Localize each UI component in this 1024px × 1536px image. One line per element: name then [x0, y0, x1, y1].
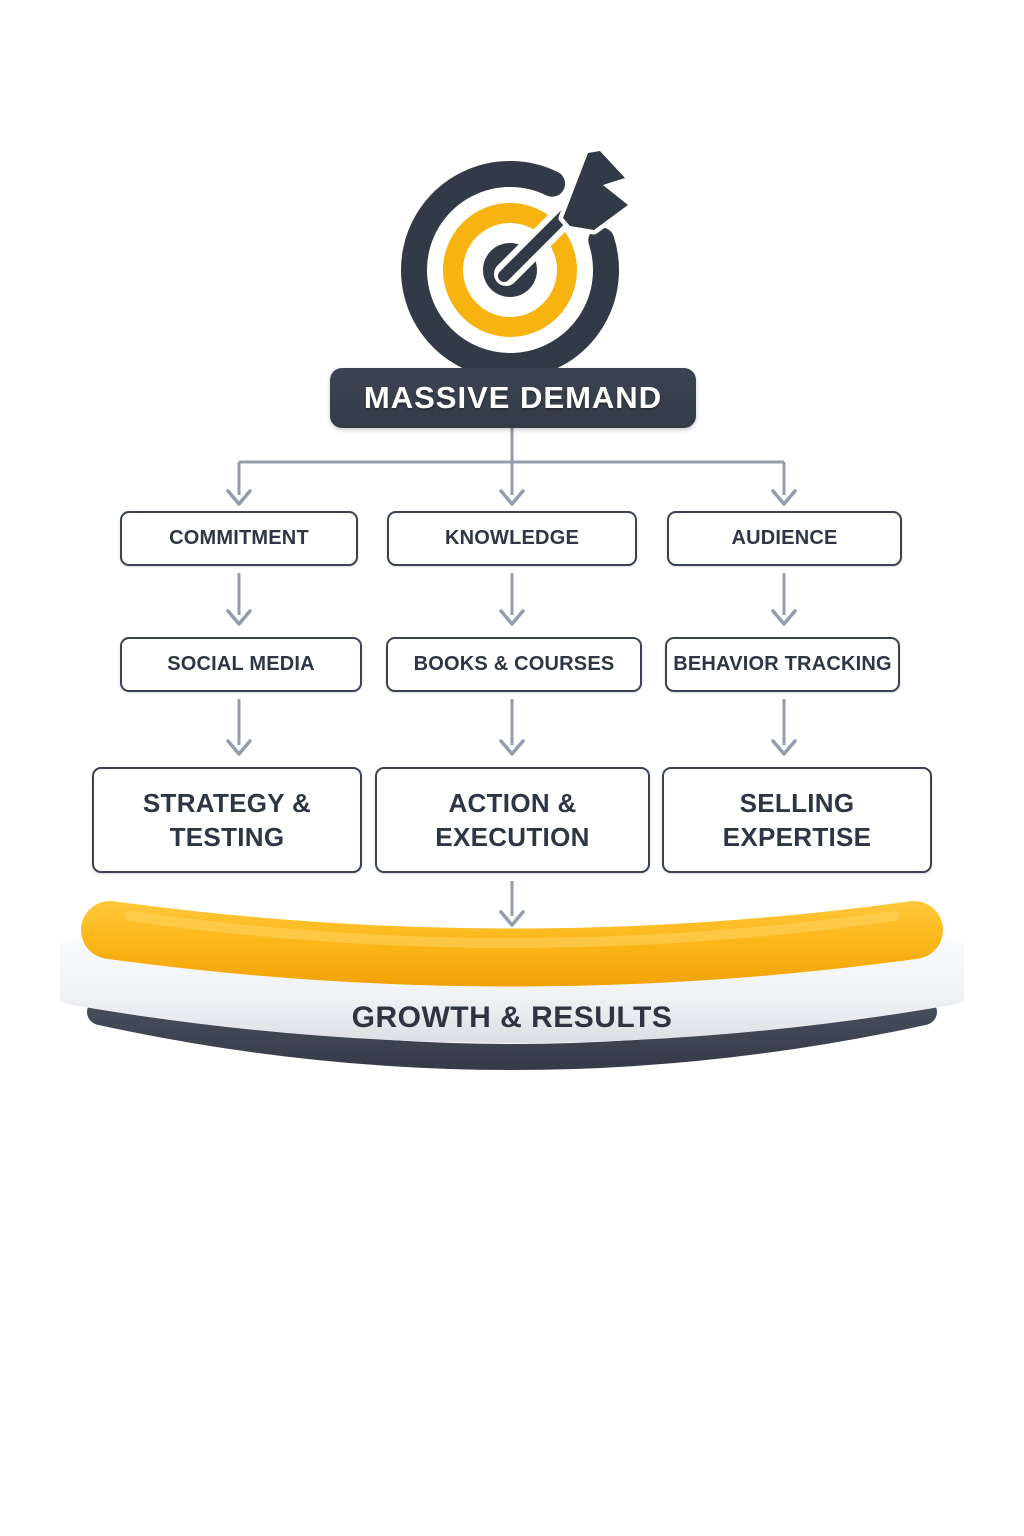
box-label-line1: SELLING [739, 788, 855, 818]
box-label-line2: EXPERTISE [722, 822, 872, 852]
target-dart-icon [401, 146, 633, 379]
arrowhead-icon [499, 489, 525, 506]
arrowhead-icon [771, 489, 797, 506]
box-label: KNOWLEDGE [444, 527, 580, 549]
box-label-line1: ACTION & [448, 788, 577, 818]
box-label-line2: EXECUTION [435, 822, 590, 852]
platform-yellow-band [81, 901, 943, 987]
box-label: AUDIENCE [731, 527, 838, 549]
box-audience: AUDIENCE [667, 511, 902, 566]
arrowhead-icon [226, 489, 252, 506]
box-behavior-tracking: BEHAVIOR TRACKING [665, 637, 900, 692]
box-commitment: COMMITMENT [120, 511, 358, 566]
box-label: BEHAVIOR TRACKING [673, 653, 892, 675]
box-label: SOCIAL MEDIA [167, 653, 315, 675]
arrowhead-icon [226, 609, 252, 626]
box-action-execution: ACTION & EXECUTION [375, 767, 650, 873]
arrowhead-icon [226, 739, 252, 756]
box-label-line1: STRATEGY & [142, 788, 312, 818]
box-social-media: SOCIAL MEDIA [120, 637, 362, 692]
header-title: MASSIVE DEMAND [363, 380, 663, 415]
growth-results-label: GROWTH & RESULTS [262, 998, 762, 1038]
arrowhead-icon [771, 609, 797, 626]
box-knowledge: KNOWLEDGE [387, 511, 637, 566]
arrowhead-icon [499, 910, 525, 927]
platform-sheen [125, 911, 899, 948]
footer-text: GROWTH & RESULTS [351, 1001, 673, 1034]
box-selling-expertise: SELLING EXPERTISE [662, 767, 932, 873]
growth-platform [60, 901, 964, 1070]
arrowhead-icon [499, 609, 525, 626]
box-label: COMMITMENT [169, 527, 309, 549]
box-label-line2: TESTING [169, 822, 285, 852]
box-books-courses: BOOKS & COURSES [386, 637, 642, 692]
platform-white-band [60, 939, 964, 1043]
box-label: BOOKS & COURSES [413, 653, 615, 675]
platform-dark-band [87, 999, 937, 1070]
arrowhead-icon [499, 739, 525, 756]
massive-demand-header: MASSIVE DEMAND [330, 368, 696, 428]
box-strategy-testing: STRATEGY & TESTING [92, 767, 362, 873]
arrowhead-icon [771, 739, 797, 756]
